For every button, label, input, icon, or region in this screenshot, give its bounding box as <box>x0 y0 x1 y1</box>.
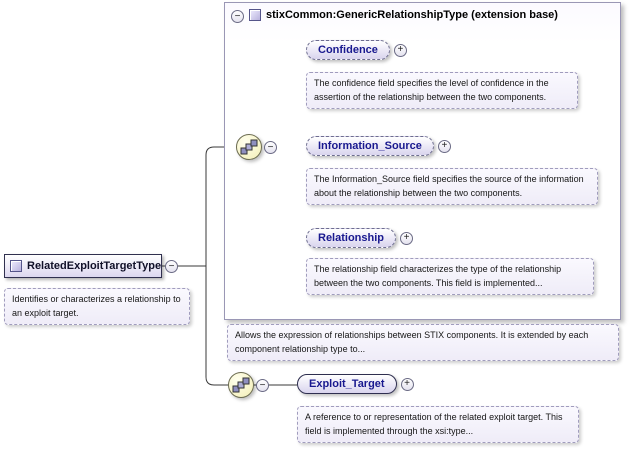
doc-root: Identifies or characterizes a relationsh… <box>4 288 190 325</box>
expand-toggle-exploit-target[interactable]: + <box>400 377 414 391</box>
sequence-compositor-icon-2[interactable] <box>228 372 254 398</box>
element-information-source[interactable]: Information_Source <box>306 136 434 156</box>
complex-type-icon <box>249 9 261 21</box>
doc-extension-base: Allows the expression of relationships b… <box>227 324 619 361</box>
doc-confidence: The confidence field specifies the level… <box>306 72 578 109</box>
element-related-exploit-target-type[interactable]: RelatedExploitTargetType <box>4 254 162 278</box>
root-element-label: RelatedExploitTargetType <box>27 260 162 272</box>
element-type-icon <box>10 260 22 272</box>
extension-base-title: stixCommon:GenericRelationshipType (exte… <box>266 9 558 21</box>
doc-exploit-target: A reference to or representation of the … <box>297 406 579 443</box>
collapse-toggle-root[interactable]: − <box>165 260 178 273</box>
sequence-glyph <box>232 377 250 393</box>
collapse-toggle-extension[interactable]: − <box>231 10 244 23</box>
expand-toggle-information-source[interactable]: + <box>437 139 451 153</box>
expand-toggle-relationship[interactable]: + <box>400 231 414 245</box>
element-confidence[interactable]: Confidence <box>306 40 390 60</box>
element-exploit-target[interactable]: Exploit_Target <box>297 374 397 394</box>
doc-information-source: The Information_Source field specifies t… <box>306 168 598 205</box>
doc-relationship: The relationship field characterizes the… <box>306 258 594 295</box>
expand-toggle-confidence[interactable]: + <box>393 43 407 57</box>
collapse-toggle-sequence-1[interactable]: − <box>264 141 277 154</box>
element-relationship[interactable]: Relationship <box>306 228 397 248</box>
collapse-toggle-sequence-2[interactable]: − <box>256 379 269 392</box>
sequence-glyph <box>240 139 258 155</box>
sequence-compositor-icon[interactable] <box>236 134 262 160</box>
